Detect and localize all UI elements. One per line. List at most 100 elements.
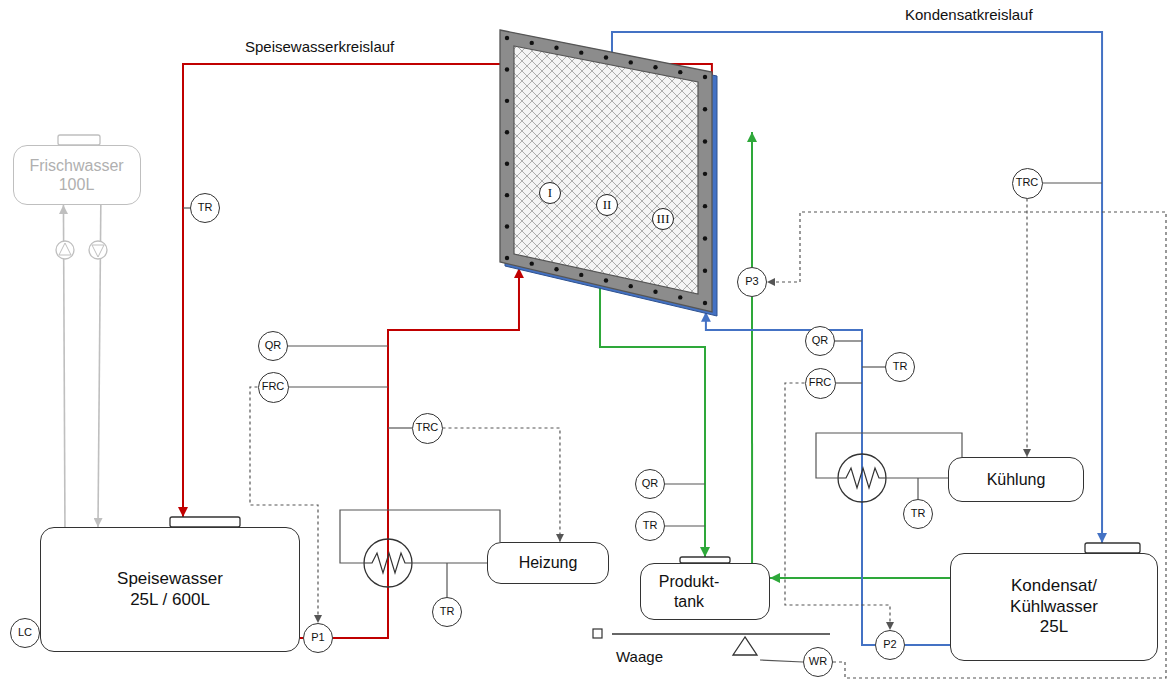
instrument-tag: TR	[643, 519, 658, 532]
instrument-tag: P2	[883, 638, 896, 651]
module-bolt	[703, 301, 707, 305]
scale-plate	[612, 633, 830, 634]
sensor-leader	[665, 525, 705, 526]
pump-symbol	[56, 241, 74, 259]
exchanger-coil	[838, 468, 886, 488]
product-tank: Produkt- tank	[640, 563, 770, 620]
sensor-leader	[288, 345, 388, 346]
module-bolt	[579, 273, 583, 277]
instrument-tag: LC	[18, 626, 32, 639]
control-signal	[1026, 199, 1027, 458]
module-bolt	[678, 295, 682, 299]
instrument-tag: FRC	[809, 376, 832, 389]
module-bolt	[703, 204, 707, 208]
product-outlet-pipe	[751, 132, 753, 267]
instrument-tag: QR	[812, 334, 829, 347]
tank-lid	[170, 517, 240, 527]
segment-number: I	[539, 182, 561, 204]
pump: P1	[303, 623, 333, 653]
instrument-tag: QR	[642, 477, 659, 490]
pump: P3	[737, 267, 767, 297]
pipe-line	[600, 286, 705, 557]
box-label: Kondensat/ Kühlwasser 25L	[1004, 576, 1104, 637]
module-membrane	[514, 46, 698, 294]
module-bolt	[629, 284, 633, 288]
temperature-indicator: TR	[635, 511, 665, 541]
heat-exchanger	[364, 539, 412, 587]
module-bolt	[554, 46, 558, 50]
fresh-water-tank: Frischwasser 100L	[13, 145, 141, 205]
sensor-leader	[183, 207, 190, 208]
instrument-tag: TRC	[1016, 176, 1039, 189]
temperature-indicator: TR	[885, 352, 915, 382]
heating-loop	[340, 510, 500, 563]
module-frame	[500, 30, 712, 312]
pipe-line	[751, 297, 753, 563]
pipe-line	[770, 577, 950, 579]
module-bolt	[505, 256, 509, 260]
weight-indicator: WR	[803, 647, 833, 677]
box-label: Frischwasser 100L	[23, 156, 131, 194]
module-bolt	[703, 269, 707, 273]
temperature-indicator: TR	[190, 193, 220, 223]
temperature-indicator: TR	[903, 499, 933, 529]
module-bolt	[530, 261, 534, 265]
sensor-leader	[917, 478, 918, 499]
flow-controller: FRC	[258, 372, 289, 403]
module-bolt	[703, 75, 707, 79]
heating-loop	[412, 562, 487, 563]
instrument-tag: FRC	[262, 380, 285, 393]
sensor-leader	[862, 366, 885, 367]
sensor-leader	[388, 427, 412, 428]
instrument-tag: TR	[911, 507, 926, 520]
segment-number: III	[652, 208, 674, 230]
scale-label: Waage	[616, 648, 663, 665]
box-label: Speisewasser 25L / 600L	[108, 569, 233, 610]
module-bolt	[505, 224, 509, 228]
quality-indicator: QR	[805, 326, 835, 356]
heat-exchanger	[838, 454, 886, 502]
box-label: Produkt- tank	[653, 572, 725, 610]
module-bolt	[703, 172, 707, 176]
tank-lid	[58, 135, 100, 145]
control-signal	[785, 383, 890, 630]
temperature-indicator: TR	[432, 597, 462, 627]
pump-triangle	[59, 243, 71, 255]
module-bolt	[703, 107, 707, 111]
instrument-tag: TRC	[416, 421, 439, 434]
pipe-line	[905, 644, 950, 646]
module-bolt	[505, 36, 509, 40]
cooling-loop	[886, 477, 948, 478]
segment-number: II	[596, 194, 618, 216]
pipe-line	[333, 268, 519, 638]
pump-triangle	[92, 245, 104, 257]
instrument-tag: WR	[809, 655, 827, 668]
box-label: Kühlung	[987, 470, 1046, 489]
module-bolt	[505, 162, 509, 166]
instrument-tag: TR	[440, 605, 455, 618]
scale-button	[593, 629, 602, 638]
sensor-leader	[665, 483, 705, 484]
cooler-box: Kühlung	[948, 457, 1084, 502]
control-signal	[443, 428, 560, 542]
sensor-leader	[288, 386, 388, 387]
module-bolt	[653, 290, 657, 294]
circuit-label: Speisewasserkreislauf	[245, 38, 394, 55]
module-bolt	[554, 267, 558, 271]
flow-controller: FRC	[805, 368, 836, 399]
circuit-label: Kondensatkreislauf	[905, 6, 1033, 23]
temperature-controller: TRC	[1012, 168, 1043, 199]
module-bolt	[505, 99, 509, 103]
module-bolt	[703, 236, 707, 240]
sensor-leader	[835, 382, 862, 383]
module-bolt	[530, 41, 534, 45]
module-bolt	[505, 130, 509, 134]
pump-symbol	[89, 241, 107, 259]
sensor-leader	[760, 660, 803, 662]
sensor-leader	[835, 340, 862, 341]
instrument-tag: TR	[198, 201, 213, 214]
module-bolt	[653, 65, 657, 69]
cooling-loop	[816, 433, 962, 478]
module-bolt	[505, 193, 509, 197]
